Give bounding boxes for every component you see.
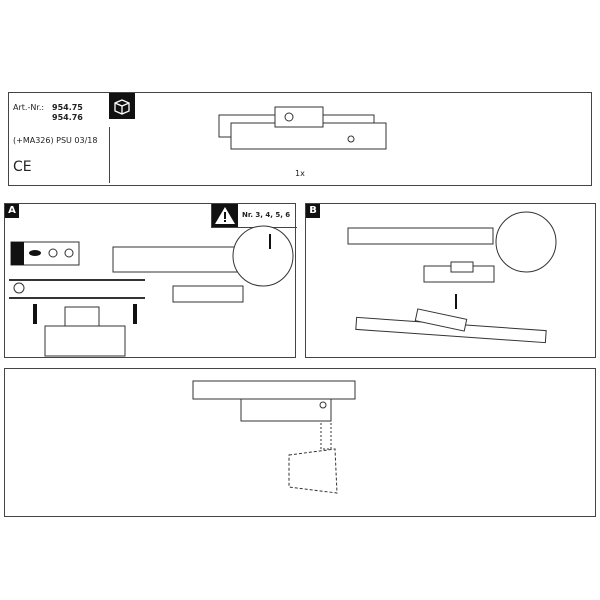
battery-note: Nr. 3, 4, 5, 6 <box>242 211 291 219</box>
warning-icon <box>212 204 238 227</box>
article-number-2: 954.76 <box>52 113 83 122</box>
step-a-drawing <box>9 225 294 357</box>
package-icon <box>109 93 135 119</box>
result-panel <box>4 368 596 517</box>
parts-panel: Art.-Nr.: 954.75 954.76 (+MA326) PSU 03/… <box>8 92 592 186</box>
step-a-panel: A Nr. 3, 4, 5, 6 <box>4 203 297 358</box>
step-b-drawing <box>347 211 557 344</box>
step-b-panel: B <box>305 203 596 358</box>
divider <box>109 127 110 183</box>
step-a-label: A <box>5 204 19 218</box>
result-drawing <box>192 380 356 494</box>
track-adapter-drawing <box>218 106 387 150</box>
article-label: Art.-Nr.: <box>13 103 45 112</box>
ce-mark: CE <box>13 159 32 175</box>
step-b-label: B <box>306 204 320 218</box>
article-number-1: 954.75 <box>52 103 83 112</box>
quantity-label: 1x <box>295 169 305 178</box>
revision-text: (+MA326) PSU 03/18 <box>13 136 98 145</box>
